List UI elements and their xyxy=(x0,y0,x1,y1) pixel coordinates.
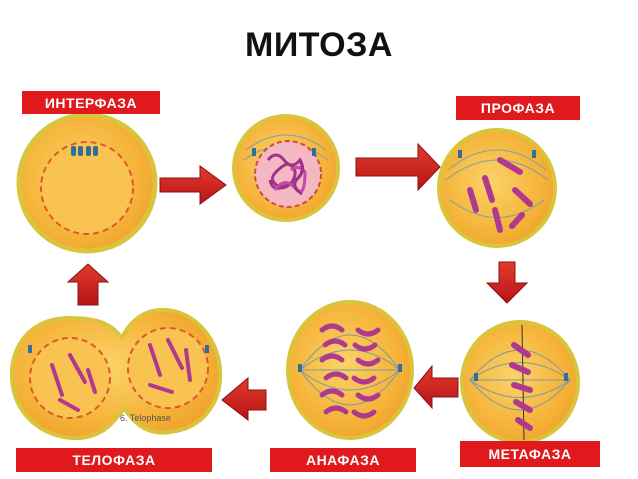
arrow-left-icon xyxy=(221,376,267,422)
label-prophase: ПРОФАЗА xyxy=(456,96,580,120)
arrow-right-icon xyxy=(355,142,441,192)
early-prophase-cell xyxy=(232,114,340,222)
telophase-cell xyxy=(9,307,223,441)
prophase-cell xyxy=(437,128,557,248)
centrosome-icon xyxy=(71,146,98,156)
interphase-cell xyxy=(16,112,158,254)
diagram-title: МИТОЗА xyxy=(245,26,393,64)
arrow-down-icon xyxy=(485,261,529,304)
arrow-up-icon xyxy=(66,263,110,306)
label-anaphase: АНАФАЗА xyxy=(270,448,416,472)
label-telophase: ТЕЛОФАЗА xyxy=(16,448,212,472)
label-interphase: ИНТЕРФАЗА xyxy=(22,91,160,114)
label-metaphase: МЕТАФАЗА xyxy=(460,441,600,467)
anaphase-cell xyxy=(286,300,414,440)
arrow-right-icon xyxy=(159,165,227,205)
metaphase-cell xyxy=(460,320,580,444)
arrow-left-icon xyxy=(413,364,459,410)
telophase-caption: 6. Telophase xyxy=(120,413,171,423)
